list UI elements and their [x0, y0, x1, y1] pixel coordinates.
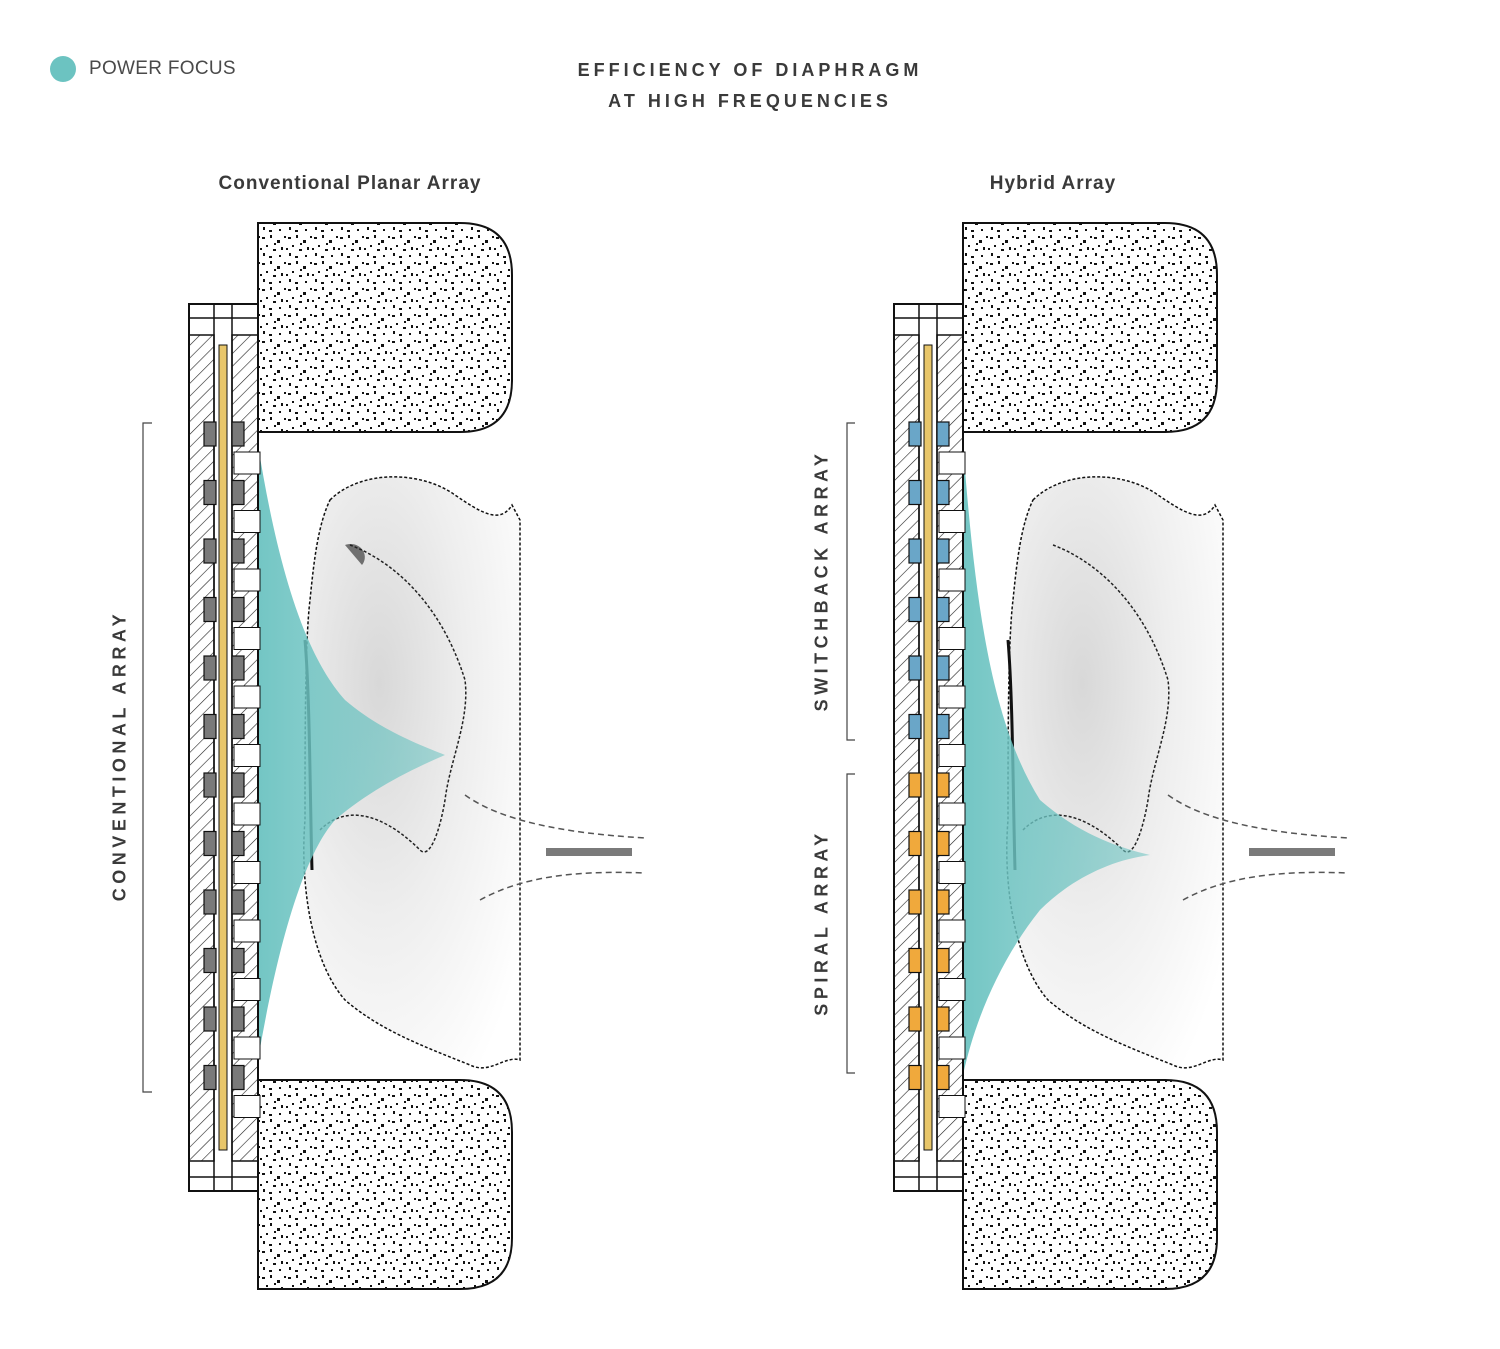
vent-opening: [938, 861, 966, 884]
magnet-block: [231, 713, 245, 740]
magnet-block: [936, 772, 950, 798]
magnet-block: [231, 1064, 245, 1091]
magnet-block: [908, 538, 922, 564]
vent-opening: [938, 685, 966, 709]
vent-opening: [233, 861, 261, 884]
vent-opening: [938, 627, 966, 650]
switchback-array-bracket: [846, 422, 855, 741]
vent-opening: [233, 568, 261, 592]
vent-opening: [233, 744, 261, 767]
vent-opening: [938, 568, 966, 592]
magnet-block: [203, 772, 217, 798]
vent-opening: [233, 451, 261, 475]
magnet-block: [203, 1064, 217, 1091]
vent-opening: [938, 451, 966, 475]
magnet-block: [908, 830, 922, 857]
magnet-block: [203, 655, 217, 681]
magnet-block: [936, 1064, 950, 1091]
magnet-block: [231, 1006, 245, 1032]
magnet-block: [231, 421, 245, 447]
earpad-bottom: [257, 1079, 513, 1290]
magnet-block: [908, 479, 922, 506]
magnet-block: [936, 479, 950, 506]
power-focus-area-hybrid: [963, 445, 1150, 1075]
vent-opening: [938, 919, 966, 943]
legend: POWER FOCUS: [50, 56, 236, 82]
magnet-block: [231, 947, 245, 974]
diagram-title-line-1: EFFICIENCY OF DIAPHRAGM: [577, 60, 923, 80]
vent-opening: [938, 1036, 966, 1060]
magnet-block: [908, 1006, 922, 1032]
hybrid-panel: [846, 222, 1349, 1290]
vent-opening: [233, 919, 261, 943]
magnet-block: [231, 596, 245, 623]
magnet-block: [203, 713, 217, 740]
magnet-block: [936, 596, 950, 623]
panel-heading-conventional: Conventional Planar Array: [218, 173, 482, 194]
magnet-block: [908, 655, 922, 681]
magnet-block: [203, 421, 217, 447]
vent-opening: [233, 510, 261, 533]
power-focus-swatch: [50, 56, 76, 82]
magnet-block: [231, 830, 245, 857]
magnet-block: [936, 830, 950, 857]
vent-opening: [233, 627, 261, 650]
earpad-top: [257, 222, 513, 433]
vent-opening: [938, 510, 966, 533]
magnet-block: [908, 889, 922, 915]
magnet-block: [203, 538, 217, 564]
magnet-block: [908, 421, 922, 447]
conventional-magnets: [203, 421, 261, 1118]
magnet-block: [908, 772, 922, 798]
magnet-block: [936, 538, 950, 564]
diagram-title-line-2: AT HIGH FREQUENCIES: [608, 91, 892, 111]
earpad-bottom-hybrid: [962, 1079, 1218, 1290]
magnet-block: [203, 479, 217, 506]
magnet-block: [936, 655, 950, 681]
magnet-block: [908, 947, 922, 974]
magnet-block: [908, 1064, 922, 1091]
conventional-panel: [142, 222, 646, 1290]
vent-opening: [233, 802, 261, 826]
vent-opening: [233, 1036, 261, 1060]
magnet-block: [203, 889, 217, 915]
spiral-array-bracket: [846, 773, 855, 1074]
magnet-block: [203, 830, 217, 857]
ear-canal-hybrid: [1167, 794, 1349, 901]
ear-illustration-hybrid: [1006, 476, 1224, 1069]
ear-canal: [464, 794, 646, 901]
magnet-block: [936, 1006, 950, 1032]
hybrid-magnets: [908, 421, 966, 1118]
panel-heading-hybrid: Hybrid Array: [989, 173, 1117, 194]
magnet-block: [203, 947, 217, 974]
legend-label: POWER FOCUS: [89, 58, 236, 79]
vent-opening: [233, 685, 261, 709]
magnet-block: [936, 889, 950, 915]
magnet-block: [936, 713, 950, 740]
power-focus-area: [258, 445, 445, 1060]
vent-opening: [938, 744, 966, 767]
vent-opening: [938, 1095, 966, 1118]
magnet-block: [231, 479, 245, 506]
earpad-top-hybrid: [962, 222, 1218, 433]
magnet-block: [231, 889, 245, 915]
magnet-block: [203, 1006, 217, 1032]
magnet-block: [203, 596, 217, 623]
magnet-block: [936, 421, 950, 447]
magnet-block: [231, 772, 245, 798]
vent-opening: [233, 1095, 261, 1118]
vent-opening: [233, 978, 261, 1001]
magnet-block: [908, 596, 922, 623]
magnet-block: [231, 655, 245, 681]
magnet-block: [908, 713, 922, 740]
vent-opening: [938, 978, 966, 1001]
conventional-array-bracket: [142, 422, 152, 1093]
magnet-block: [231, 538, 245, 564]
magnet-block: [936, 947, 950, 974]
vent-opening: [938, 802, 966, 826]
